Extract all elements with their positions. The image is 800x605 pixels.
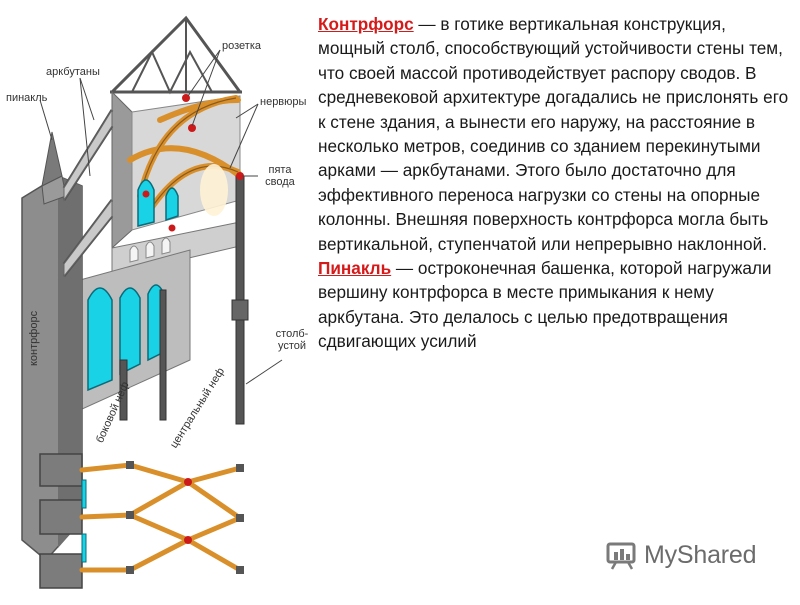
roof-truss bbox=[110, 15, 242, 95]
label-pinnacle: пинакль bbox=[6, 92, 48, 104]
paragraph-buttress: Контрфорс — в готике вертикальная констр… bbox=[318, 12, 790, 256]
term-pinnacle: Пинакль bbox=[318, 258, 392, 279]
watermark-text: MyShared bbox=[644, 540, 757, 569]
definition-buttress: — в готике вертикальная конструкция, мощ… bbox=[318, 14, 789, 254]
rib-joints bbox=[142, 94, 244, 232]
gothic-structure-diagram: розетка аркбутаны нервюры пинакль пята с… bbox=[0, 0, 320, 600]
label-pillar: столб- устой bbox=[275, 328, 309, 352]
label-flying-buttresses: аркбутаны bbox=[46, 66, 100, 78]
paragraph-pinnacle: Пинакль — остроконечная башенка, которой… bbox=[318, 256, 790, 354]
myshared-logo-icon bbox=[606, 542, 636, 570]
definition-pinnacle: — остроконечная башенка, которой нагружа… bbox=[318, 258, 772, 352]
leader-lines bbox=[39, 49, 283, 385]
label-ribs: нервюры bbox=[260, 96, 307, 108]
label-buttress: контрфорс bbox=[28, 310, 40, 366]
description-text: Контрфорс — в готике вертикальная констр… bbox=[318, 12, 790, 354]
watermark: MyShared bbox=[606, 535, 776, 575]
floor-plan bbox=[39, 453, 244, 589]
term-buttress: Контрфорс bbox=[318, 14, 414, 34]
label-vault-heel: пята свода bbox=[265, 164, 295, 188]
upper-wall bbox=[111, 90, 133, 250]
cathedral-section-illustration bbox=[21, 15, 283, 589]
clerestory-windows bbox=[137, 179, 179, 227]
label-rosette: розетка bbox=[222, 40, 261, 52]
